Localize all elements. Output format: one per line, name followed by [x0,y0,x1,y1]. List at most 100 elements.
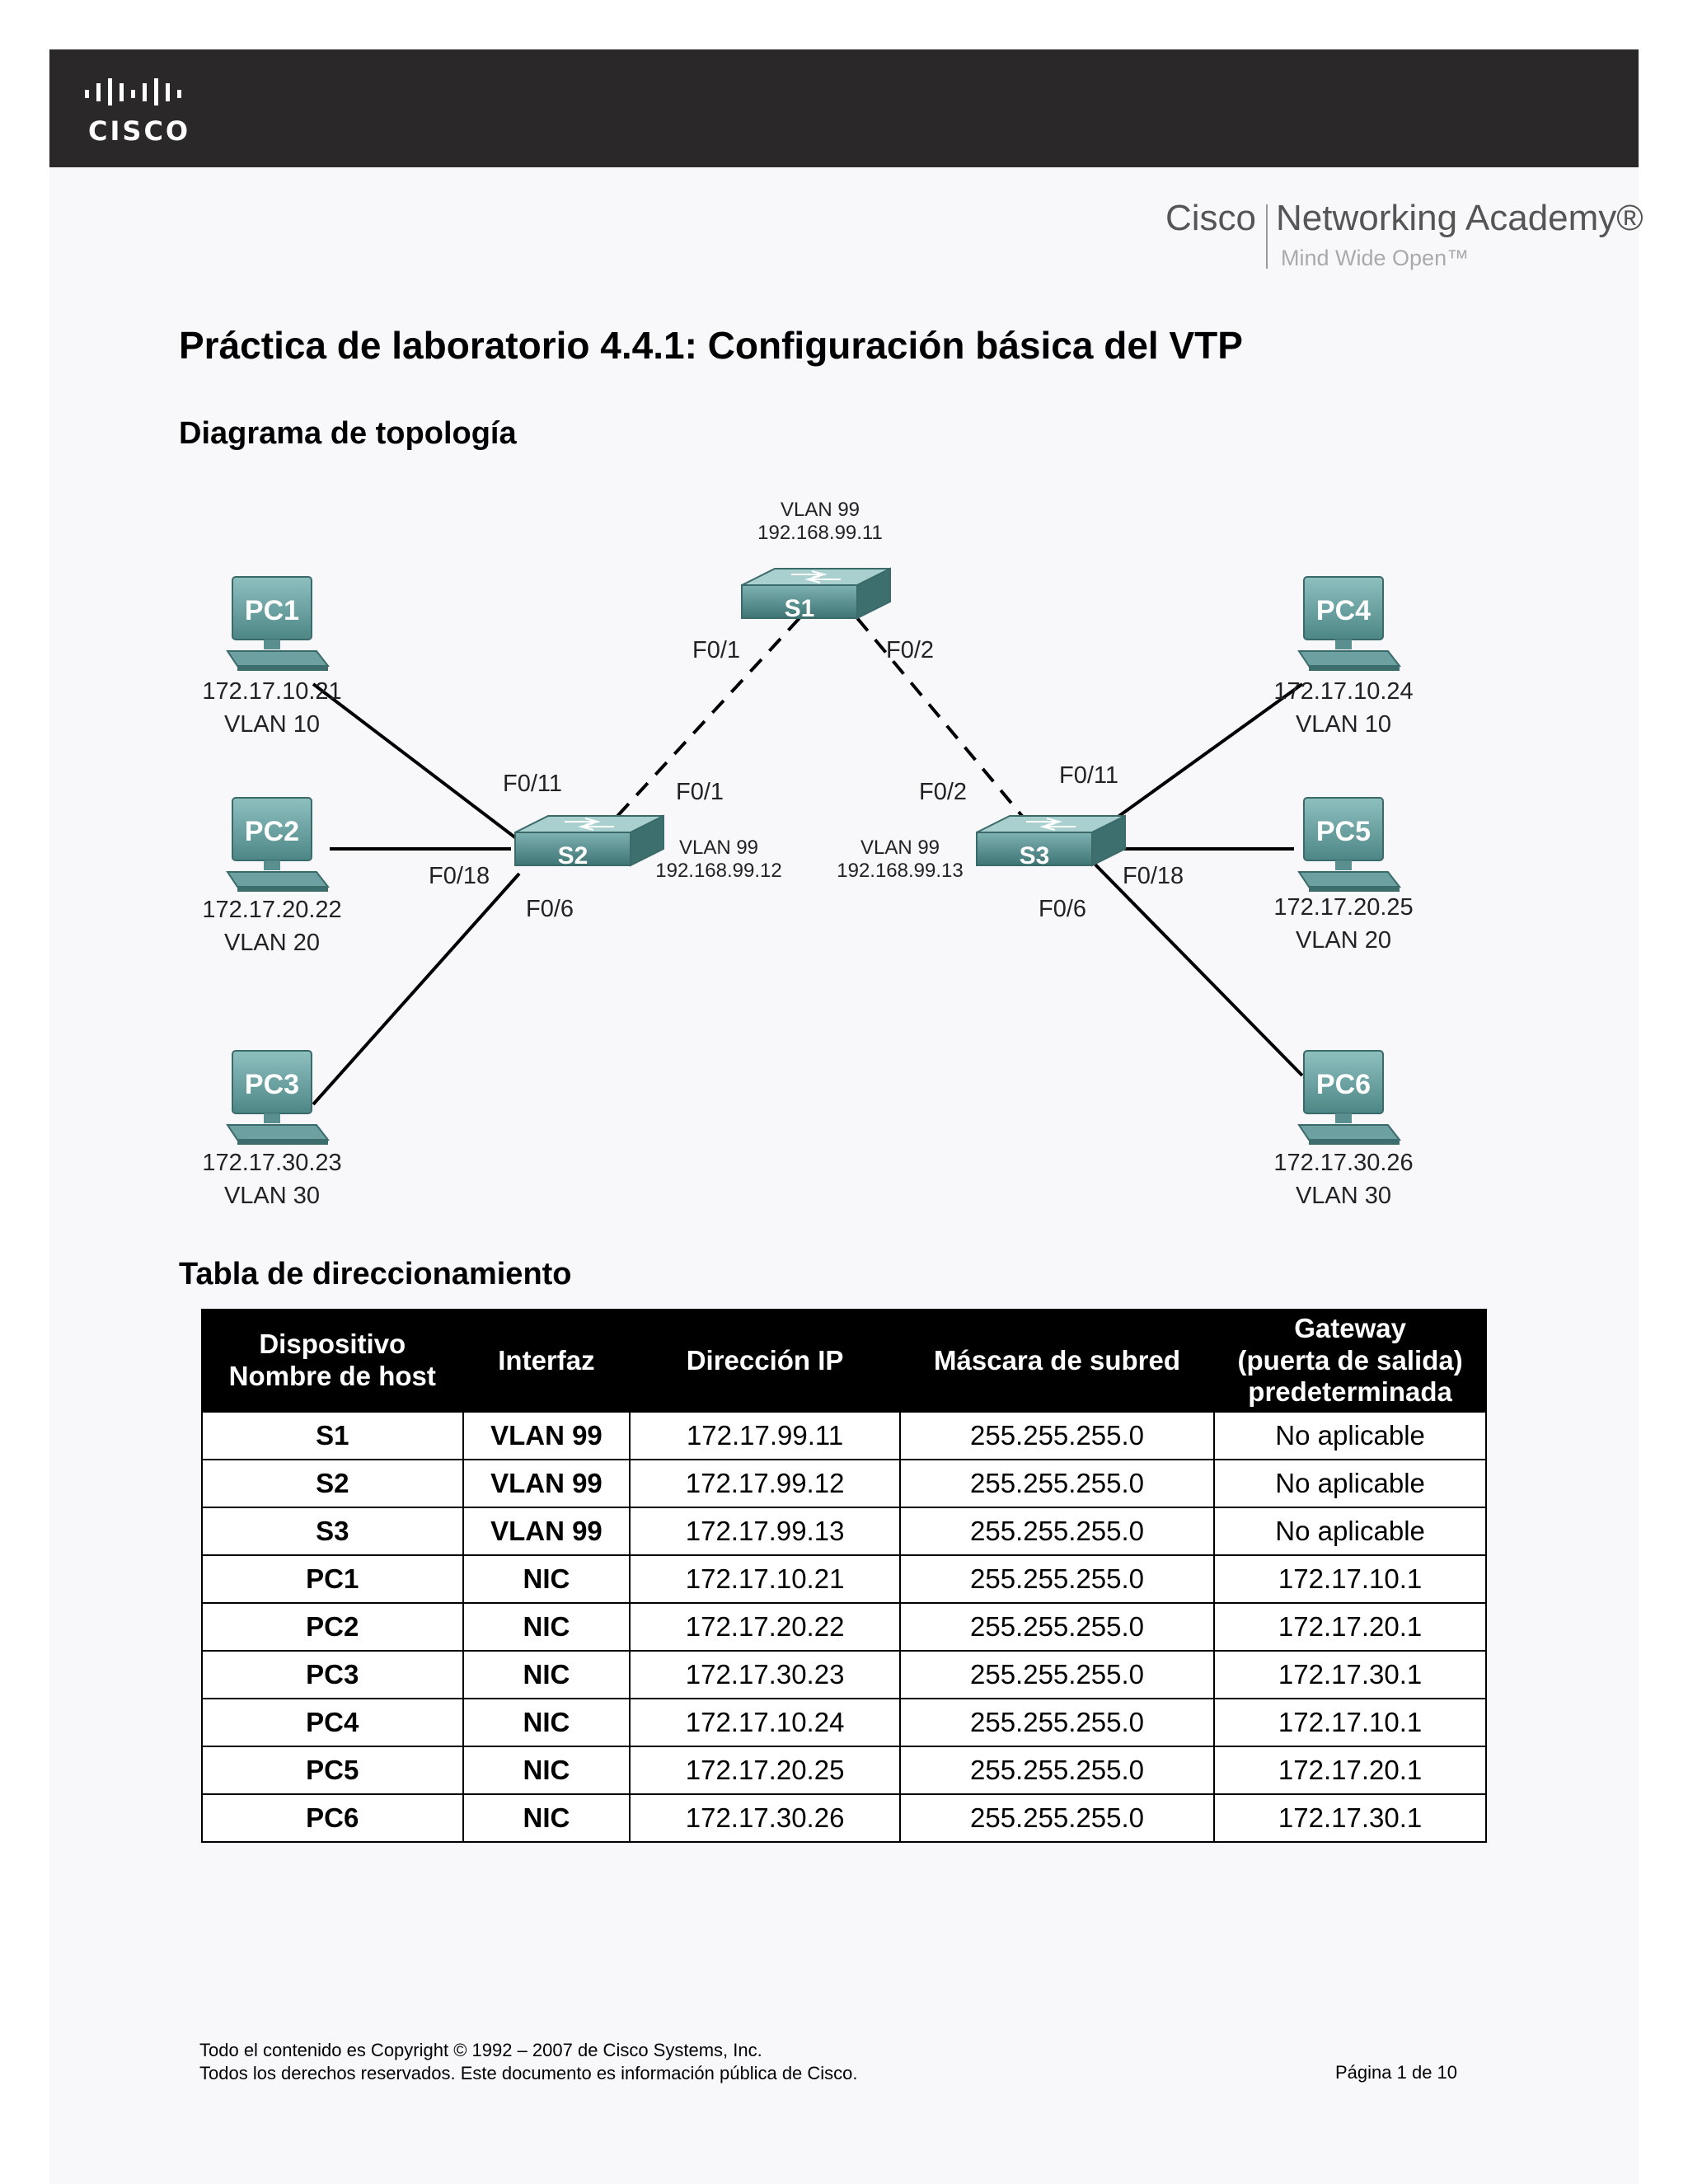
cell-device: S3 [201,1507,464,1556]
cell-gateway: 172.17.10.1 [1213,1554,1487,1604]
cell-device: PC4 [201,1698,464,1747]
table-row: PC5 NIC 172.17.20.25 255.255.255.0 172.1… [201,1746,1487,1795]
s1-vlan-label: VLAN 99 [781,499,860,521]
academy-tagline: Mind Wide Open™ [1281,246,1470,270]
s2-vlan-label: VLAN 99 [679,837,758,859]
cell-interface: VLAN 99 [462,1459,631,1508]
switch-s1-icon [741,568,891,619]
cell-ip: 172.17.30.23 [629,1650,901,1699]
pc6-label: PC6 [1316,1069,1371,1100]
table-row: S3 VLAN 99 172.17.99.13 255.255.255.0 No… [201,1507,1487,1556]
document-title: Práctica de laboratorio 4.4.1: Configura… [179,324,1243,367]
cell-gateway: No aplicable [1213,1507,1487,1556]
addressing-heading: Tabla de direccionamiento [179,1257,572,1291]
cell-gateway: 172.17.20.1 [1213,1746,1487,1795]
pc4-label: PC4 [1316,595,1371,626]
switch-s2-label: S2 [558,842,588,869]
table-row: PC1 NIC 172.17.10.21 255.255.255.0 172.1… [201,1554,1487,1604]
s3-ip-label: 192.168.99.13 [837,860,963,882]
topology-heading: Diagrama de topología [179,416,517,451]
cell-device: PC5 [201,1746,464,1795]
cell-device: PC1 [201,1554,464,1604]
cell-interface: NIC [462,1793,631,1843]
academy-cisco-text: Cisco [1165,198,1257,238]
pc2-vlan: VLAN 20 [224,930,320,956]
cell-ip: 172.17.10.24 [629,1698,901,1747]
pc4-ip: 172.17.10.24 [1273,678,1413,705]
cell-interface: NIC [462,1554,631,1604]
s3-port-f018: F0/18 [1123,863,1184,889]
cell-mask: 255.255.255.0 [898,1602,1216,1652]
col-mask: Máscara de subred [898,1309,1216,1413]
link-pc6-s3 [1086,855,1304,1077]
pc4-vlan: VLAN 10 [1296,711,1391,738]
pc2-ip: 172.17.20.22 [202,897,341,923]
s2-port-f018: F0/18 [429,863,490,889]
pc1-ip: 172.17.10.21 [202,678,341,705]
cell-interface: NIC [462,1746,631,1795]
s2-port-f06: F0/6 [526,896,574,922]
copyright-line: Todo el contenido es Copyright © 1992 – … [199,2040,762,2060]
cell-ip: 172.17.10.21 [629,1554,901,1604]
cell-device: S1 [201,1411,464,1460]
header-bar [49,49,1639,167]
cell-device: PC6 [201,1793,464,1843]
cell-ip: 172.17.99.12 [629,1459,901,1508]
switch-s3-icon [976,815,1126,866]
table-row: PC3 NIC 172.17.30.23 255.255.255.0 172.1… [201,1650,1487,1699]
cell-interface: NIC [462,1602,631,1652]
academy-divider [1266,204,1268,269]
pc3-label: PC3 [245,1069,299,1100]
page-number: Página 1 de 10 [1335,2062,1458,2083]
networking-academy-logo: Cisco Networking Academy® Mind Wide Open… [1165,198,1643,276]
academy-name-text: Networking Academy® [1276,198,1643,238]
cell-gateway: No aplicable [1213,1459,1487,1508]
cell-device: S2 [201,1459,464,1508]
s2-port-f011: F0/11 [503,771,562,797]
cell-gateway: 172.17.10.1 [1213,1698,1487,1747]
col-gateway: Gateway(puerta de salida)predeterminada [1213,1309,1487,1413]
s3-port-f06: F0/6 [1039,896,1086,922]
cell-mask: 255.255.255.0 [898,1698,1216,1747]
cell-mask: 255.255.255.0 [898,1507,1216,1556]
pc5-label: PC5 [1316,816,1371,847]
cell-ip: 172.17.20.25 [629,1746,901,1795]
rights-line: Todos los derechos reservados. Este docu… [199,2063,858,2083]
col-ip: Dirección IP [629,1309,901,1413]
table-row: PC6 NIC 172.17.30.26 255.255.255.0 172.1… [201,1793,1487,1843]
cell-gateway: 172.17.30.1 [1213,1650,1487,1699]
cell-gateway: 172.17.20.1 [1213,1602,1487,1652]
cell-mask: 255.255.255.0 [898,1411,1216,1460]
cell-interface: NIC [462,1650,631,1699]
pc1-vlan: VLAN 10 [224,711,320,738]
cell-device: PC3 [201,1650,464,1699]
pc5-vlan: VLAN 20 [1296,927,1391,954]
cell-mask: 255.255.255.0 [898,1459,1216,1508]
pc3-vlan: VLAN 30 [224,1183,320,1209]
s3-port-f011: F0/11 [1059,762,1118,789]
table-row: S2 VLAN 99 172.17.99.12 255.255.255.0 No… [201,1459,1487,1508]
pc2-label: PC2 [245,816,299,847]
footer-copyright: Todo el contenido es Copyright © 1992 – … [199,2039,858,2085]
pc5-ip: 172.17.20.25 [1273,894,1413,921]
s1-ip-label: 192.168.99.11 [757,522,883,544]
cell-mask: 255.255.255.0 [898,1554,1216,1604]
s2-port-f01: F0/1 [676,779,724,805]
pc6-ip: 172.17.30.26 [1273,1150,1413,1176]
cell-interface: VLAN 99 [462,1411,631,1460]
s1-port-right: F0/2 [886,637,934,663]
cisco-logo-icon [85,78,181,105]
pc1-label: PC1 [245,595,299,626]
switch-s1-label: S1 [785,595,815,622]
cisco-wordmark: CISCO [88,115,191,147]
s3-port-f02: F0/2 [919,779,967,805]
cell-ip: 172.17.20.22 [629,1602,901,1652]
cell-gateway: 172.17.30.1 [1213,1793,1487,1843]
pc6-vlan: VLAN 30 [1296,1183,1391,1209]
table-row: PC2 NIC 172.17.20.22 255.255.255.0 172.1… [201,1602,1487,1652]
link-s1-s2 [608,616,801,826]
switch-s2-icon [514,815,664,866]
